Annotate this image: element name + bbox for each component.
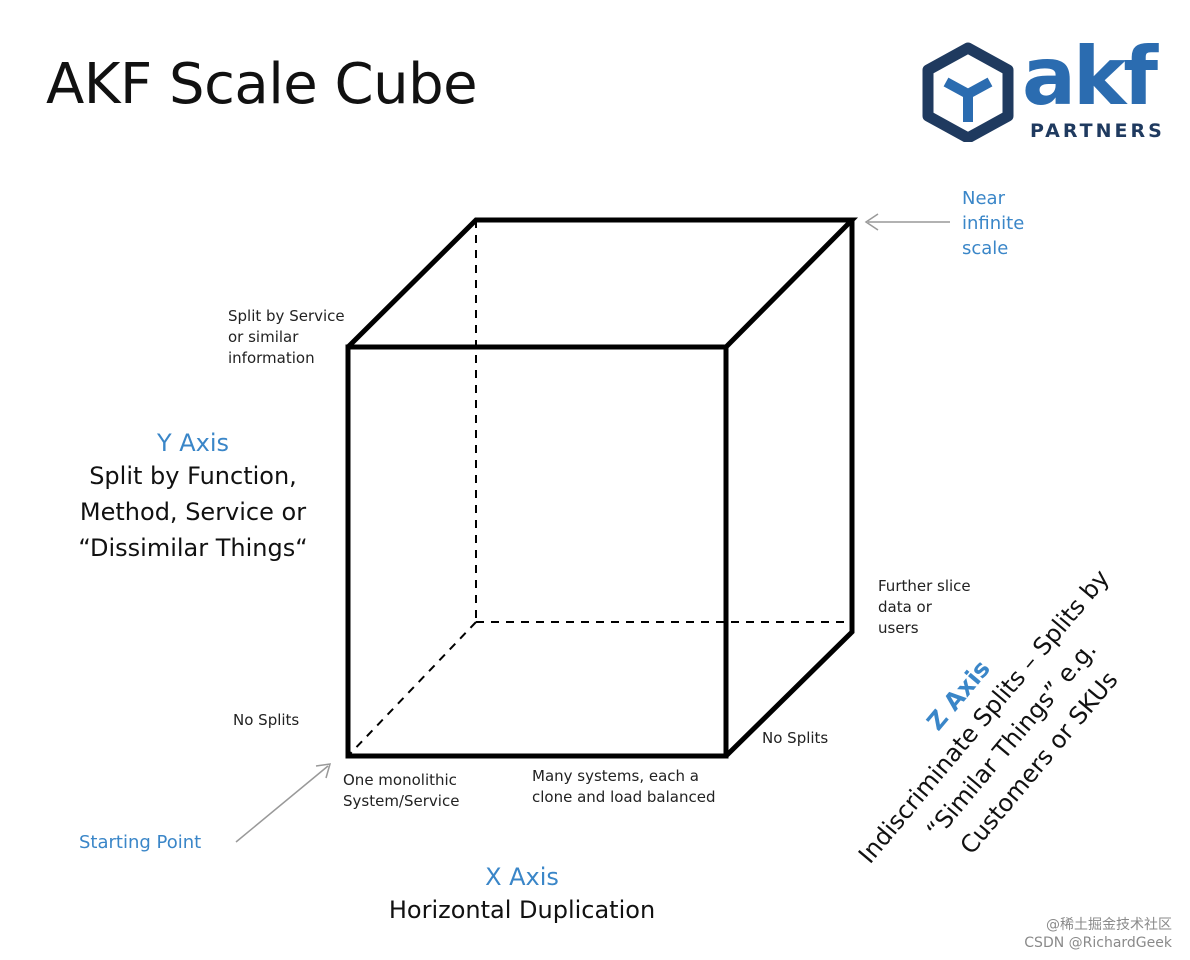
page-title: AKF Scale Cube: [46, 52, 478, 117]
z-axis-label: Z Axis Indiscriminate Splits – Splits by…: [820, 564, 1180, 870]
y-axis-desc-line: Method, Service or: [79, 498, 307, 526]
label-line: System/Service: [343, 792, 460, 810]
y-axis-desc-line: Split by Function,: [89, 462, 297, 490]
label-line: Many systems, each a: [532, 767, 699, 785]
no-splits-right-label: No Splits: [762, 729, 829, 747]
x-axis-title: X Axis: [485, 863, 559, 891]
akf-partners-logo: akf PARTNERS: [918, 32, 1178, 150]
label-line: users: [878, 619, 919, 637]
label-line: scale: [962, 238, 1009, 259]
x-axis-desc: Horizontal Duplication: [388, 896, 656, 924]
label-line: clone and load balanced: [532, 788, 716, 806]
y-axis-label: Y Axis Split by Function, Method, Servic…: [54, 428, 332, 566]
y-axis-title: Y Axis: [156, 429, 230, 457]
label-line: data or: [878, 598, 932, 616]
monolithic-label: One monolithic System/Service: [343, 770, 459, 812]
label-line: One monolithic: [343, 771, 457, 789]
near-infinite-scale-label: Near infinite scale: [962, 186, 1024, 261]
many-systems-label: Many systems, each a clone and load bala…: [532, 766, 716, 808]
label-line: or similar: [228, 328, 299, 346]
x-axis-label: X Axis Horizontal Duplication: [370, 862, 674, 928]
further-slice-label: Further slice data or users: [878, 576, 971, 639]
starting-point-arrow: [235, 763, 332, 843]
y-axis-desc-line: “Dissimilar Things“: [78, 534, 308, 562]
z-axis-rotated-block: Z Axis Indiscriminate Splits – Splits by…: [827, 542, 1173, 917]
label-line: Further slice: [878, 577, 971, 595]
hidden-edge-depth: [347, 621, 477, 757]
label-line: infinite: [962, 213, 1025, 234]
cube-top-face: [346, 217, 859, 349]
label-line: Split by Service: [228, 307, 345, 325]
logo-wordmark: akf: [1022, 30, 1158, 123]
logo-subtitle: PARTNERS: [1030, 120, 1165, 142]
watermark-line2: CSDN @RichardGeek: [1024, 935, 1172, 951]
cube-right-face: [724, 220, 855, 758]
starting-point-label: Starting Point: [79, 832, 202, 853]
watermark-line1: @稀土掘金技术社区: [1046, 917, 1172, 933]
label-line: Near: [962, 188, 1005, 209]
cube-front-face: [345, 344, 729, 759]
split-by-service-label: Split by Service or similar information: [228, 306, 345, 369]
near-infinite-arrow: [864, 213, 950, 231]
label-line: information: [228, 349, 315, 367]
cube-logo-icon: [922, 42, 1014, 142]
no-splits-left-label: No Splits: [233, 711, 300, 729]
